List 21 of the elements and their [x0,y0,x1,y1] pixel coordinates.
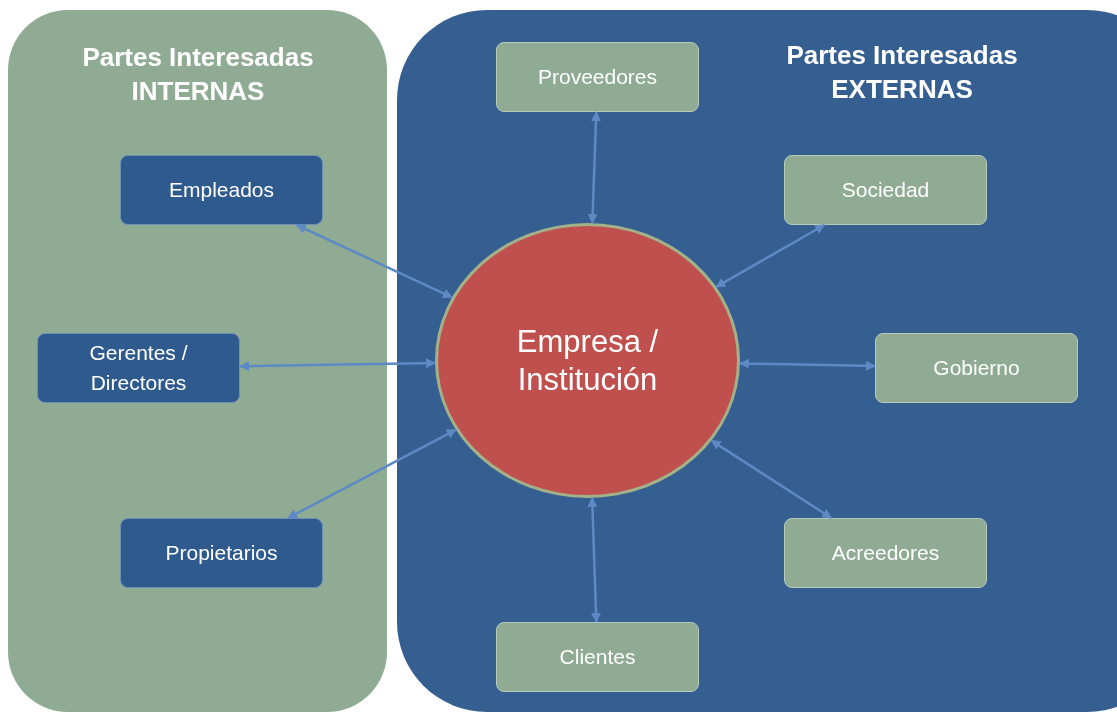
stakeholder-box: Acreedores [784,518,987,588]
panel-heading: Partes Interesadas EXTERNAS [785,39,1019,106]
double-arrow [239,358,437,372]
stakeholder-box: Gobierno [875,333,1078,403]
stakeholder-box: Gerentes / Directores [37,333,240,403]
double-arrow [295,223,453,299]
double-arrow [715,223,826,288]
double-arrow [287,428,457,520]
double-arrow [587,496,601,623]
group-panel [397,10,1117,712]
double-arrow [587,111,601,225]
stakeholder-box: Empleados [120,155,323,225]
stakeholder-box: Clientes [496,622,699,692]
panel-heading: Partes Interesadas INTERNAS [81,41,315,108]
double-arrow [738,358,876,371]
group-panel [8,10,387,712]
stakeholder-box: Propietarios [120,518,323,588]
double-arrow [710,439,833,520]
stakeholder-box: Sociedad [784,155,987,225]
center-circle: Empresa / Institución [435,223,740,498]
stakeholder-box: Proveedores [496,42,699,112]
